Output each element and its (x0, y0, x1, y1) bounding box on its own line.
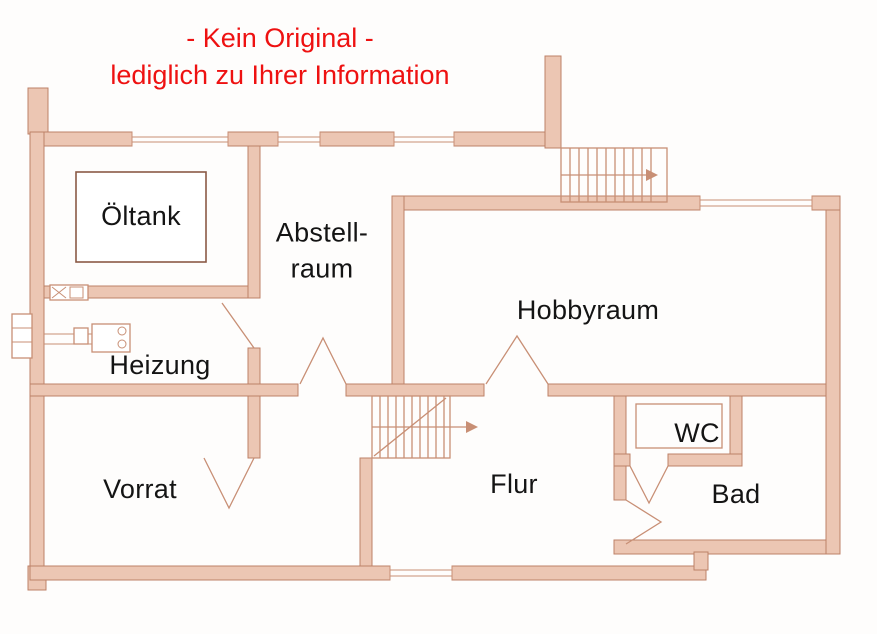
windows (131, 132, 813, 580)
walls (27, 55, 841, 591)
entrance-stairs-arrow (646, 169, 658, 181)
door-hobbyraum (485, 334, 549, 385)
oil-tank (75, 171, 207, 263)
stairs-direction-arrow (466, 421, 478, 433)
room-label-vorrat: Vorrat (103, 473, 177, 504)
door-heizung (221, 302, 255, 349)
door-vorrat (203, 457, 255, 510)
room-label-bad: Bad (711, 478, 761, 509)
sink-symbol (49, 284, 89, 301)
light-well (11, 313, 33, 359)
stairwell-wall (544, 55, 562, 149)
wc-inner-walls (635, 403, 723, 449)
disclaimer-line2: lediglich zu Ihrer Information (110, 60, 450, 91)
disclaimer-line1: - Kein Original - (186, 23, 374, 53)
room-label-abstellraum: Abstell- raum (275, 217, 369, 284)
room-label-hobbyraum: Hobbyraum (516, 294, 660, 325)
door-bad (625, 499, 663, 545)
stairs-basement (371, 395, 478, 459)
chimney-wall (27, 87, 49, 135)
boiler-symbol (44, 323, 131, 353)
room-label-oeltank: Öltank (101, 200, 181, 231)
doors (203, 302, 669, 545)
room-label-flur: Flur (490, 468, 538, 499)
disclaimer-note: - Kein Original - lediglich zu Ihrer Inf… (60, 20, 500, 95)
door-wc (629, 465, 669, 505)
room-label-heizung: Heizung (109, 349, 211, 380)
door-abstellraum (299, 336, 347, 385)
stairs-entrance (560, 147, 668, 203)
room-label-wc: WC (674, 417, 720, 448)
